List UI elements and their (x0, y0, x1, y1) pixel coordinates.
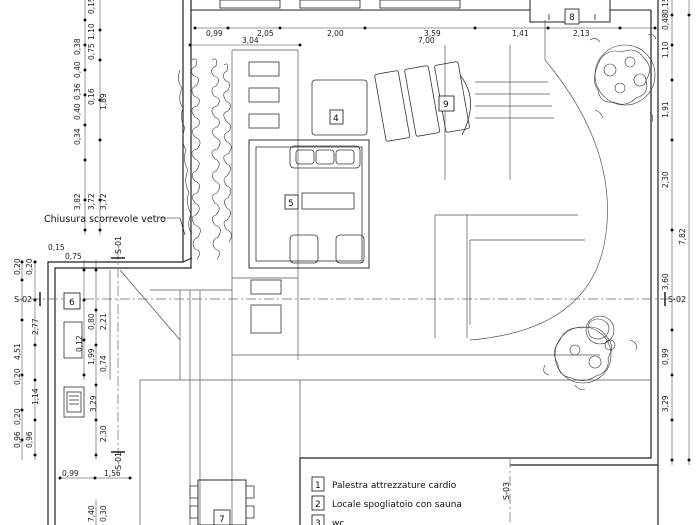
dim-ll-11: 0,96 (25, 431, 34, 448)
interior-lines (109, 20, 651, 525)
legend-item-2-num: 2 (315, 500, 321, 510)
dim-ll-9: 0,20 (13, 408, 22, 425)
dim-left-9: 0,40 (73, 103, 82, 120)
left-lower-dimension-labels: 0,15 0,75 0,20 0,20 2,77 4,51 0,20 1,14 … (13, 243, 121, 522)
dim-top-5: 1,41 (512, 29, 529, 38)
dim-ll-22: 0,30 (99, 505, 108, 522)
room-tag-7-label: 7 (219, 515, 225, 525)
dim-ll-19: 0,99 (62, 469, 79, 478)
right-dimension-labels: 0,15 0,48 1,10 1,91 2,30 3,60 7,82 0,99 … (661, 0, 687, 412)
legend-item-1: 1 Palestra attrezzature cardio (311, 476, 457, 492)
section-lines (30, 250, 680, 525)
room-tag-8: 8 (564, 8, 580, 25)
dimension-lines (21, 0, 690, 525)
dim-ll-14: 1,99 (87, 348, 96, 365)
tree-middle-right (543, 315, 637, 390)
dim-right-9: 3,29 (661, 395, 670, 412)
room-tag-7: 7 (213, 509, 231, 525)
top-dimension-labels: 0,99 2,05 2,00 3,59 1,41 2,13 3,04 7,00 (206, 29, 590, 45)
dim-right-5: 2,30 (661, 171, 670, 188)
furniture (63, 61, 471, 525)
dim-ll-16: 0,12 (75, 335, 84, 352)
dim-top-1: 0,99 (206, 29, 223, 38)
dim-left-5: 0,40 (73, 61, 82, 78)
section-label-s01-bottom: S-01 (114, 452, 123, 470)
dim-ll-3: 0,20 (13, 258, 22, 275)
section-label-s02-right: S-02 (668, 295, 686, 304)
dim-left-7: 0,16 (87, 88, 96, 105)
dim-top-8: 7,00 (418, 36, 435, 45)
dim-ll-17: 3,29 (89, 395, 98, 412)
section-markers (39, 257, 666, 453)
dim-left-8: 0,34 (73, 128, 82, 145)
dim-ll-13: 2,21 (99, 313, 108, 330)
section-label-s02-left: S-02 (14, 295, 32, 304)
dim-left-1: 0,15 (87, 0, 96, 14)
dim-right-1: 0,15 (661, 0, 670, 14)
plant-hedge (178, 58, 232, 260)
annotation-text: Chiusura scorrevole vetro (44, 214, 166, 225)
dim-ll-20: 1,56 (104, 469, 121, 478)
room-tag-9-label: 9 (443, 100, 449, 110)
legend-item-3: 3 wc (311, 514, 344, 525)
dim-left-4: 0,36 (73, 83, 82, 100)
dim-ll-10: 0,96 (13, 431, 22, 448)
section-labels: S-02 S-02 S-01 S-01 S-03 (14, 236, 686, 500)
legend-item-3-num: 3 (315, 519, 321, 525)
room-tag-8-label: 8 (569, 13, 575, 23)
dim-right-2: 0,48 (661, 13, 670, 30)
dim-top-7: 3,04 (242, 36, 259, 45)
legend-item-2: 2 Locale spogliatoio con sauna (311, 495, 462, 511)
dim-left-10: 1,89 (99, 93, 108, 110)
dim-ll-21: 7,40 (87, 505, 96, 522)
legend-item-3-label: wc (332, 519, 344, 525)
dim-left-3: 0,75 (87, 43, 96, 60)
dim-ll-15: 0,74 (99, 355, 108, 372)
dim-ll-6: 4,51 (13, 343, 22, 360)
section-label-s03: S-03 (502, 482, 511, 500)
dim-left-2: 1,10 (87, 23, 96, 40)
room-tag-4-label: 4 (333, 114, 339, 124)
dim-ll-4: 0,20 (25, 258, 34, 275)
dimension-ticks (20, 13, 691, 480)
legend-item-1-num: 1 (315, 481, 321, 491)
dim-ll-7: 0,20 (13, 368, 22, 385)
dim-top-4: 3,59 (424, 29, 441, 38)
dim-right-6: 3,60 (661, 273, 670, 290)
dim-ll-1: 0,15 (48, 243, 65, 252)
room-tag-5: 5 (284, 194, 299, 210)
dim-top-3: 2,00 (327, 29, 344, 38)
dim-top-2: 2,05 (257, 29, 274, 38)
legend: 1 Palestra attrezzature cardio 2 Locale … (310, 475, 470, 525)
dim-ll-18: 2,30 (99, 425, 108, 442)
dim-ll-8: 1,14 (31, 388, 40, 405)
room-tag-5-label: 5 (288, 199, 294, 209)
room-tag-9: 9 (438, 95, 455, 112)
dim-right-7: 7,82 (678, 228, 687, 245)
dim-ll-12: 0,80 (87, 313, 96, 330)
dim-top-6: 2,13 (573, 29, 590, 38)
room-tag-6-label: 6 (69, 298, 75, 308)
dim-left-13: 3,72 (99, 193, 108, 210)
dim-left-12: 3,72 (87, 193, 96, 210)
dim-left-11: 3,82 (73, 193, 82, 210)
dim-right-3: 1,10 (661, 41, 670, 58)
room-tag-4: 4 (329, 109, 344, 125)
annotation-sliding-glass: Chiusura scorrevole vetro (44, 214, 186, 236)
legend-item-2-label: Locale spogliatoio con sauna (332, 500, 462, 510)
dim-ll-2: 0,75 (65, 252, 82, 261)
outer-walls (47, 0, 659, 525)
legend-item-1-label: Palestra attrezzature cardio (332, 481, 457, 491)
dim-right-4: 1,91 (661, 101, 670, 118)
dim-ll-5: 2,77 (31, 318, 40, 335)
room-tags: 4 5 6 7 8 9 (63, 8, 580, 525)
dim-left-6: 0,38 (73, 38, 82, 55)
dim-right-8: 0,99 (661, 348, 670, 365)
tree-top-right (589, 34, 657, 123)
room-tag-6: 6 (63, 292, 81, 310)
left-upper-dimension-labels: 0,15 1,10 0,75 0,36 0,40 0,38 0,16 0,34 … (73, 0, 108, 210)
section-label-s01-top: S-01 (114, 236, 123, 254)
